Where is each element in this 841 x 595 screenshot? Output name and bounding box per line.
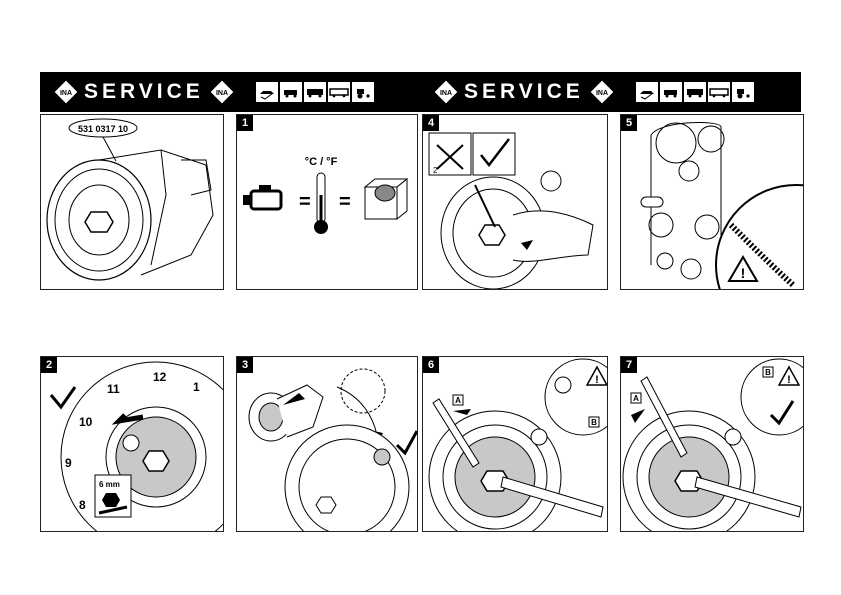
label-a: A <box>633 394 639 403</box>
label-a: A <box>455 396 461 405</box>
label-b: B <box>765 368 771 377</box>
parts-box-icon <box>363 177 409 221</box>
warning-icon: ! <box>727 255 759 282</box>
step-number: 5 <box>621 115 637 131</box>
truck-icon <box>684 82 706 102</box>
note-label: 2 <box>433 166 438 175</box>
step-number: 4 <box>423 115 439 131</box>
car-icon <box>256 82 278 102</box>
step-number: 7 <box>621 357 637 373</box>
clock-label: 10 <box>79 415 93 429</box>
clock-label: 12 <box>153 370 167 384</box>
panel-step-1: 1 = °C / °F = <box>236 114 418 290</box>
header-band-right: INA SERVICE INA <box>420 72 801 112</box>
van-icon <box>280 82 302 102</box>
svg-text:INA: INA <box>596 90 608 97</box>
label-b: B <box>591 418 597 427</box>
svg-text:!: ! <box>595 374 599 386</box>
temperature-illustration: = °C / °F = <box>243 156 409 234</box>
step-number: 3 <box>237 357 253 373</box>
step-number: 1 <box>237 115 253 131</box>
final-adjust-illustration: A B ! <box>622 358 803 531</box>
svg-text:!: ! <box>787 374 791 386</box>
svg-text:!: ! <box>741 265 746 281</box>
svg-text:INA: INA <box>216 90 228 97</box>
brand-right: INA SERVICE INA <box>434 72 614 112</box>
move-arrow-icon <box>453 409 471 415</box>
step-number: 2 <box>41 357 57 373</box>
vehicle-icons <box>256 82 374 102</box>
warning-icon: ! <box>585 365 607 386</box>
clock-illustration: 12 1 11 10 9 8 6 mm <box>49 361 223 531</box>
tractor-icon <box>732 82 754 102</box>
check-mark-icon <box>769 400 795 426</box>
ina-logo-icon: INA <box>590 80 614 104</box>
hex-key-icon <box>102 493 120 507</box>
brand-title: SERVICE <box>84 80 204 103</box>
panel-step-2: 2 12 1 11 10 9 8 6 mm <box>40 356 224 532</box>
clock-label: 8 <box>79 498 86 512</box>
clock-label: 9 <box>65 456 72 470</box>
panel-step-6: 6 A B ! <box>422 356 608 532</box>
mount-illustration <box>248 368 417 531</box>
cross-mark-icon <box>436 144 464 170</box>
truck-icon <box>304 82 326 102</box>
belt-routing-illustration: ! <box>640 121 803 289</box>
header-band-left: INA SERVICE INA <box>40 72 420 112</box>
brand-title: SERVICE <box>464 80 584 103</box>
clock-label: 11 <box>107 382 120 396</box>
rotate-arrow-icon <box>111 413 144 425</box>
step-number: 6 <box>423 357 439 373</box>
move-arrow-icon <box>283 393 305 405</box>
panel-step-7: 7 A B ! <box>620 356 804 532</box>
tool-size-label: 6 mm <box>99 480 120 489</box>
tractor-icon <box>352 82 374 102</box>
engine-icon <box>243 185 283 211</box>
ina-logo-icon: INA <box>54 80 78 104</box>
rotate-arrow-icon <box>521 240 533 250</box>
install-illustration: 2 <box>428 132 594 289</box>
car-icon <box>636 82 658 102</box>
tensioner-illustration: 531 0317 10 <box>46 118 214 281</box>
ina-logo-icon: INA <box>434 80 458 104</box>
temperature-label: °C / °F <box>305 156 338 168</box>
move-arrow-icon <box>631 409 645 423</box>
thermometer-icon <box>314 172 328 234</box>
warning-icon: ! <box>777 365 801 386</box>
vehicle-icons <box>636 82 754 102</box>
check-mark-icon <box>480 138 510 168</box>
clock-label: 1 <box>193 380 200 394</box>
adjust-illustration: A B ! <box>428 358 607 531</box>
equals-sign: = <box>299 191 311 213</box>
check-mark-icon <box>395 430 417 456</box>
panel-intro: 531 0317 10 <box>40 114 224 290</box>
van-icon <box>660 82 682 102</box>
bus-icon <box>708 82 730 102</box>
panel-step-5: 5 ! <box>620 114 804 290</box>
panel-step-3: 3 <box>236 356 418 532</box>
equals-sign: = <box>339 191 351 213</box>
svg-text:INA: INA <box>440 90 452 97</box>
ina-logo-icon: INA <box>210 80 234 104</box>
check-mark-icon <box>49 386 77 410</box>
svg-text:INA: INA <box>60 90 72 97</box>
panel-step-4: 4 2 <box>422 114 608 290</box>
brand-left: INA SERVICE INA <box>54 72 234 112</box>
bus-icon <box>328 82 350 102</box>
part-number: 531 0317 10 <box>78 124 128 134</box>
